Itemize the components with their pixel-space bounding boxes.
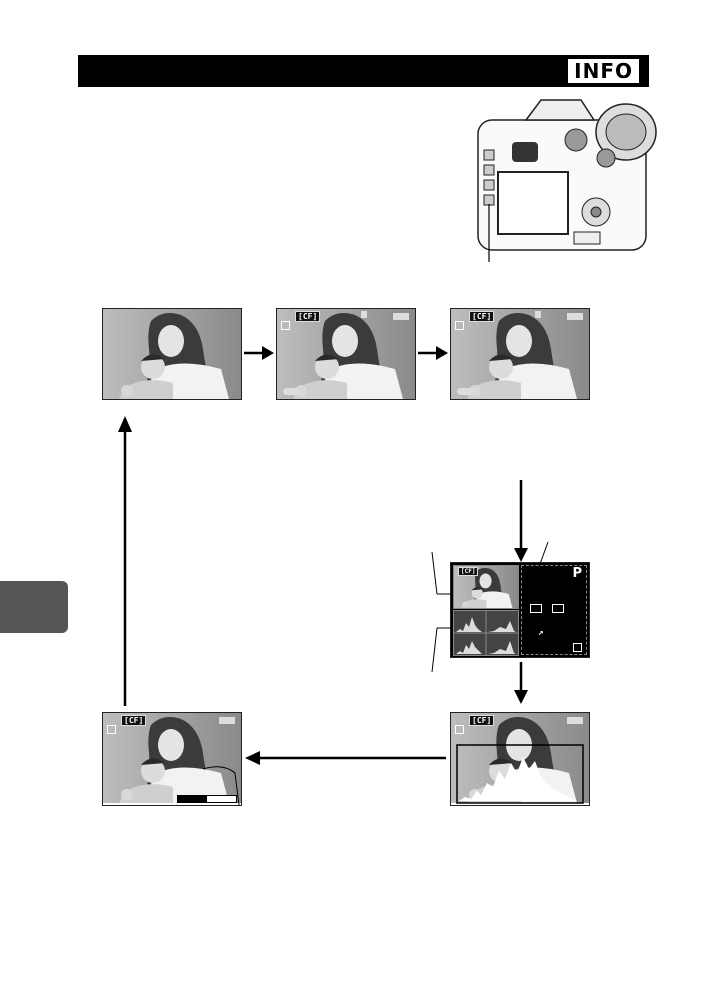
- mark-box-icon: [107, 725, 116, 734]
- camera-illustration: [466, 92, 666, 262]
- section-header-bar: INFO: [78, 55, 649, 87]
- display-screen-shooting-info: [CF] P ↗: [450, 562, 590, 658]
- mark-box-icon: [455, 321, 464, 330]
- quality-tag: [218, 717, 235, 724]
- chapter-tab: [0, 581, 68, 633]
- quality-tag: [566, 717, 583, 724]
- mark-box-icon: [281, 321, 290, 330]
- display-screen-overall-info: [CF]: [450, 308, 590, 400]
- card-indicator: [CF]: [469, 311, 495, 322]
- quality-tag: [392, 313, 409, 320]
- card-indicator: [CF]: [121, 715, 147, 726]
- card-indicator: [CF]: [469, 715, 495, 726]
- gradation-icon: ↗: [538, 628, 544, 638]
- frame-number-tag: [457, 388, 474, 395]
- shooting-mode-label: P: [572, 566, 582, 581]
- quality-tag: [566, 313, 583, 320]
- histogram-panel: [453, 610, 519, 656]
- arrow-right-icon: [418, 343, 448, 368]
- metering-icon: [530, 604, 542, 613]
- white-balance-icon: [552, 604, 564, 613]
- arrow-right-icon: [244, 343, 274, 368]
- display-screen-simple-info: [CF]: [276, 308, 416, 400]
- display-screen-image-only: [102, 308, 242, 400]
- card-indicator: [CF]: [295, 311, 321, 322]
- mark-box-icon: [573, 643, 582, 652]
- thumbnail-image: [CF]: [453, 565, 519, 609]
- display-screen-histogram: [CF]: [450, 712, 590, 806]
- protect-tag: [535, 311, 541, 318]
- info-button-badge: INFO: [568, 59, 639, 83]
- protect-tag: [361, 311, 367, 318]
- frame-number-tag: [283, 388, 300, 395]
- mark-box-icon: [455, 725, 464, 734]
- shooting-info-panel: P ↗: [521, 565, 587, 655]
- display-screen-highlight: [CF]: [102, 712, 242, 806]
- card-indicator: [CF]: [458, 567, 479, 576]
